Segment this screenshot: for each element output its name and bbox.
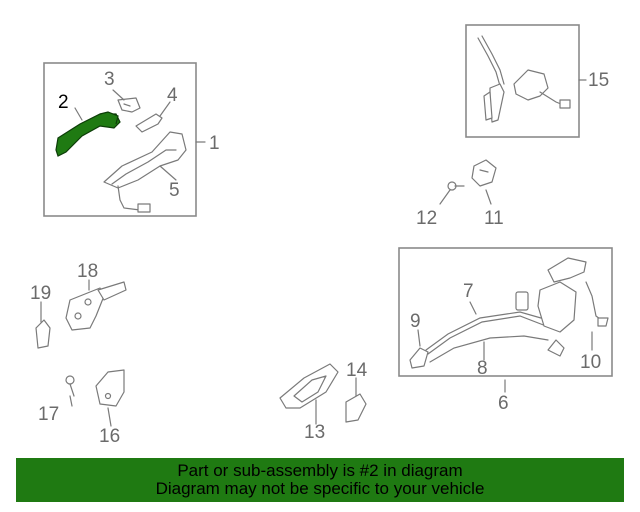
callout-2: 2 <box>58 92 69 113</box>
part-15-lock-cylinder[interactable] <box>477 35 571 123</box>
callout-4: 4 <box>167 85 178 106</box>
group-box-lock-cable <box>465 24 580 138</box>
part-14-bezel[interactable] <box>345 393 367 423</box>
part-5-handle-frame[interactable] <box>103 131 187 213</box>
info-banner: Part or sub-assembly is #2 in diagram Di… <box>16 458 624 502</box>
callout-9: 9 <box>410 311 421 332</box>
part-2-outside-handle[interactable] <box>55 111 121 157</box>
callout-7: 7 <box>463 281 474 302</box>
callout-12: 12 <box>416 208 437 229</box>
callout-13: 13 <box>304 422 325 443</box>
callout-10: 10 <box>580 352 601 373</box>
part-17-bolt[interactable] <box>65 375 75 397</box>
part-4-gasket[interactable] <box>135 113 163 133</box>
callout-15: 15 <box>588 70 609 91</box>
callout-17: 17 <box>38 404 59 425</box>
part-10-rod[interactable] <box>585 281 609 327</box>
callout-18: 18 <box>77 261 98 282</box>
callout-1: 1 <box>209 133 220 154</box>
callout-11: 11 <box>484 208 504 229</box>
group-box-latch <box>398 247 613 377</box>
leader-lines <box>40 79 593 427</box>
callout-19: 19 <box>30 283 51 304</box>
part-12-screw[interactable] <box>447 181 465 191</box>
banner-line-1: Part or sub-assembly is #2 in diagram <box>177 461 463 480</box>
part-16-hinge[interactable] <box>95 369 125 407</box>
part-11-striker[interactable] <box>471 159 497 187</box>
group-box-handle <box>43 62 197 217</box>
part-latch-mechanism[interactable] <box>515 257 587 357</box>
part-19-bushing[interactable] <box>35 319 51 349</box>
part-9-clip[interactable] <box>409 347 429 369</box>
callout-14: 14 <box>346 360 368 381</box>
callout-8: 8 <box>477 358 488 379</box>
callout-6: 6 <box>498 393 509 414</box>
banner-line-2: Diagram may not be specific to your vehi… <box>155 479 485 498</box>
part-7-rod[interactable] <box>425 311 549 355</box>
part-18-door-check[interactable] <box>65 281 127 331</box>
callout-16: 16 <box>99 426 120 447</box>
part-13-inside-handle[interactable] <box>279 363 339 409</box>
callout-3: 3 <box>104 69 115 90</box>
part-8-rod[interactable] <box>429 335 549 363</box>
part-3-cap[interactable] <box>117 97 141 113</box>
callout-5: 5 <box>169 180 180 201</box>
